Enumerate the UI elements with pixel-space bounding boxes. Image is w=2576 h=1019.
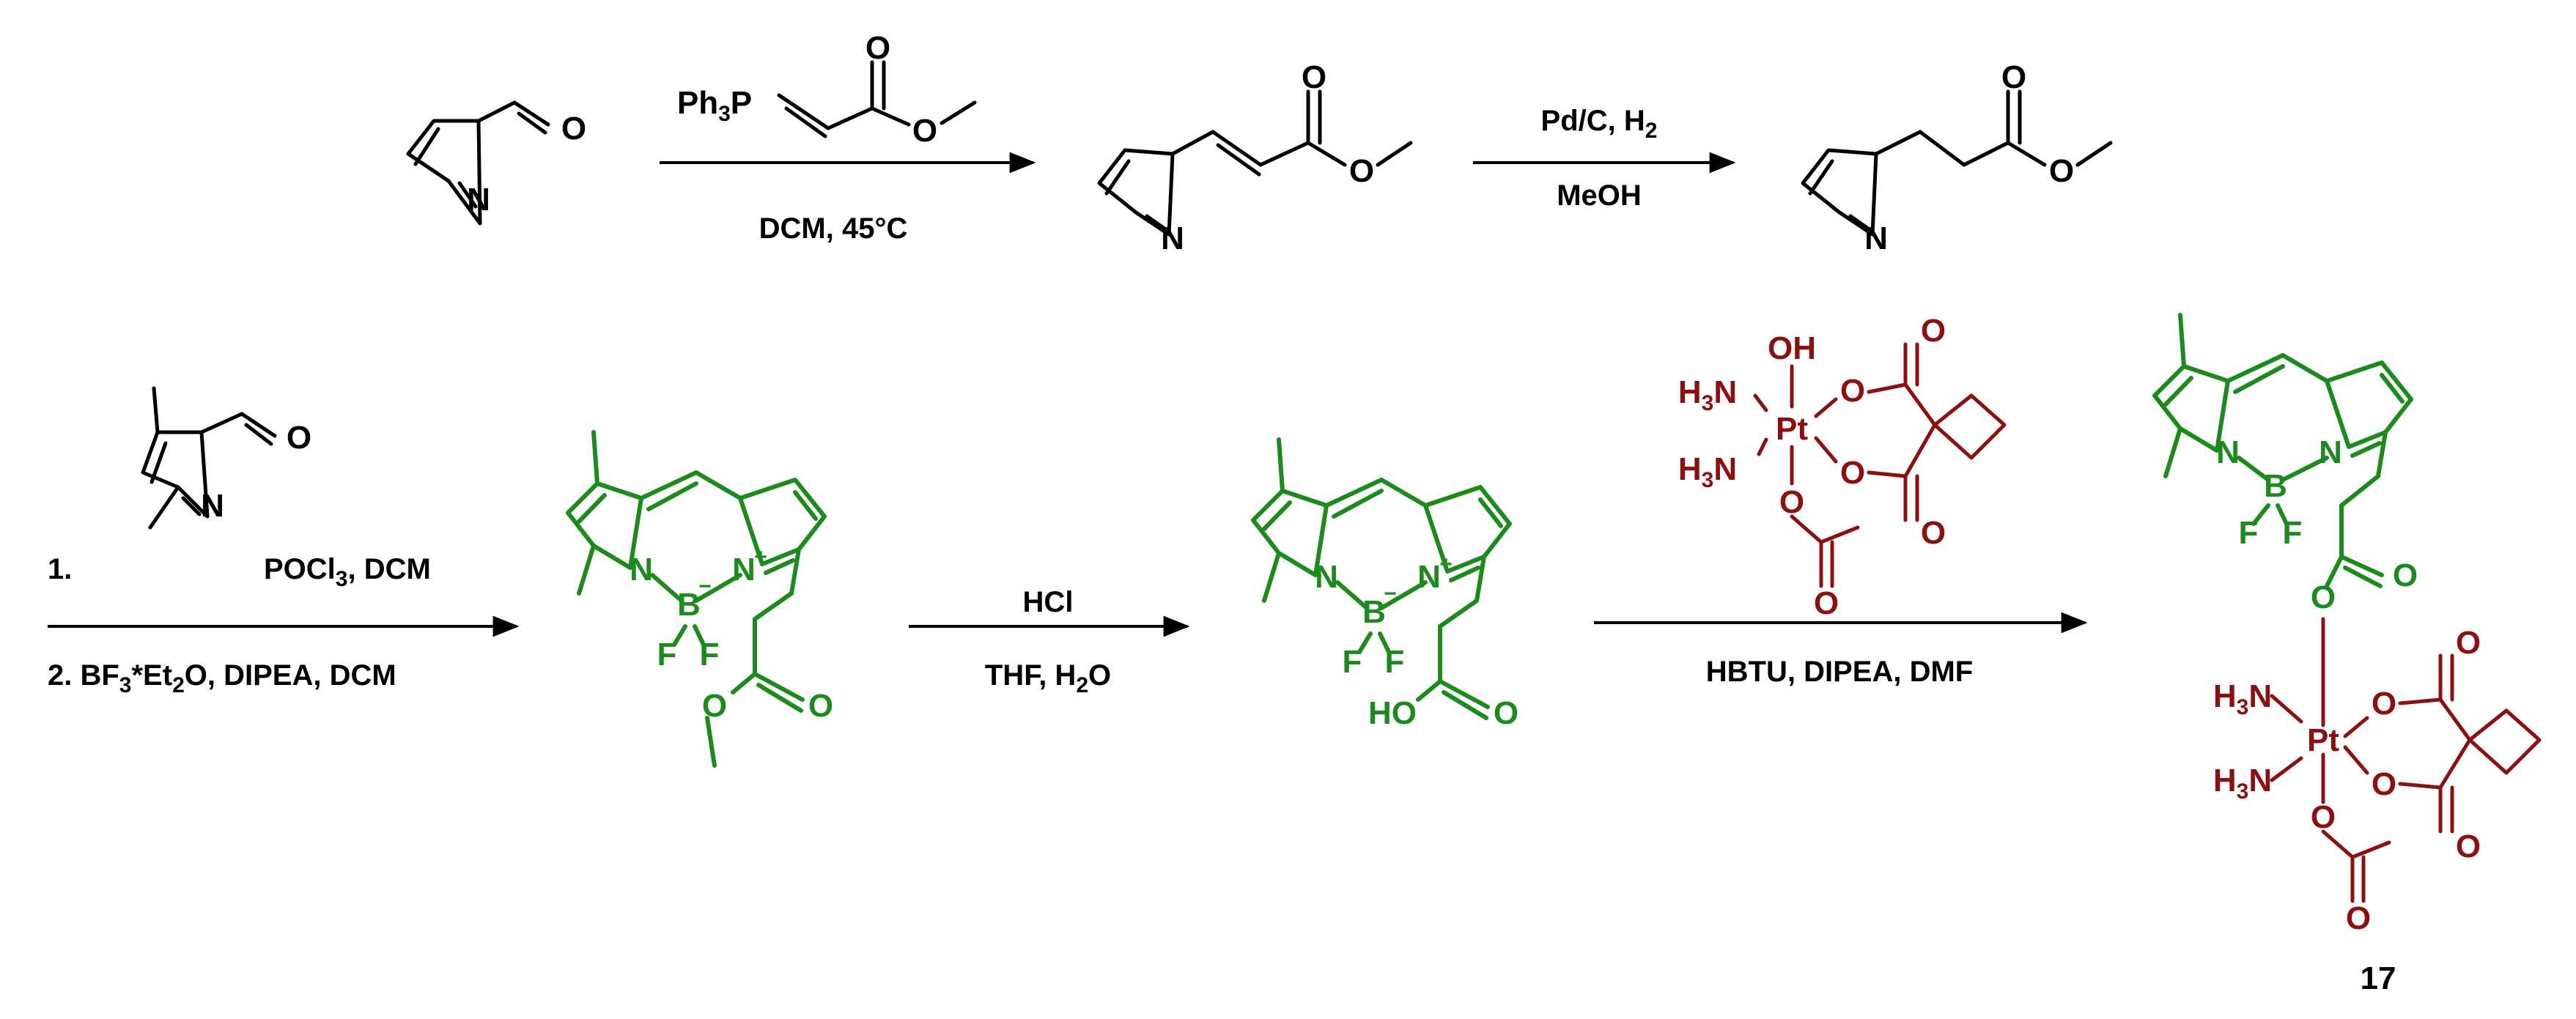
step4-reagent: HCl <box>1023 586 1074 618</box>
atom-o: O <box>2049 153 2074 189</box>
step5-conditions: HBTU, DIPEA, DMF <box>1706 656 1973 688</box>
pyrrole-acrylate-ester <box>1097 89 1413 237</box>
boron-minus-charge: − <box>1384 582 1397 606</box>
atom-o: O <box>1921 515 1946 551</box>
step2-reagent: Pd/C, H2 <box>1541 105 1658 143</box>
pyrrole-2-carbaldehyde <box>406 100 550 226</box>
atom-f: F <box>657 637 677 672</box>
amine-ligand-label: H3N <box>1678 374 1737 415</box>
step3-line2: 2. BF3*Et2O, DIPEA, DCM <box>48 659 396 697</box>
atom-n: N <box>630 552 653 588</box>
step3-line1-conditions: POCl3, DCM <box>264 553 431 591</box>
atom-f: F <box>2239 515 2259 551</box>
atom-n: N <box>467 182 490 218</box>
pyrrole-propanoate-ester <box>1801 89 2113 237</box>
step3-line1-number: 1. <box>48 553 72 585</box>
step1-conditions: DCM, 45°C <box>759 212 908 245</box>
atom-o: O <box>1302 59 1326 95</box>
wittig-reagent-label: Ph3P <box>677 85 752 126</box>
atom-o: O <box>2372 766 2396 802</box>
nitrogen-plus-charge: + <box>1439 552 1453 577</box>
atom-pt: Pt <box>1776 411 1808 447</box>
atom-n: N <box>1161 221 1184 256</box>
atom-n: N <box>2319 434 2342 470</box>
atom-n: N <box>2216 434 2240 470</box>
atom-n: N <box>1864 221 1888 256</box>
atom-o: O <box>702 688 727 724</box>
product-17-platinum <box>2270 617 2542 903</box>
atom-n: N <box>1315 559 1338 595</box>
amine-ligand-label: H3N <box>2213 763 2272 804</box>
amine-ligand-label: H3N <box>1678 451 1737 492</box>
boron-minus-charge: − <box>698 574 712 599</box>
wittig-reagent <box>777 60 977 138</box>
atom-o: O <box>1814 585 1839 621</box>
atom-o: O <box>1840 455 1865 491</box>
nitrogen-plus-charge: + <box>754 545 767 569</box>
compound-label: 17 <box>2361 960 2396 996</box>
atom-b: B <box>2264 468 2287 504</box>
atom-o: O <box>561 111 586 147</box>
atom-o: O <box>1921 313 1946 349</box>
atom-o: O <box>808 688 833 724</box>
atom-o: O <box>866 30 890 66</box>
product-17-bodipy <box>2152 313 2413 588</box>
atom-b: B <box>1362 594 1386 630</box>
atom-o: O <box>1840 373 1865 409</box>
atom-o: O <box>2311 799 2336 835</box>
atom-o: O <box>1494 695 1518 731</box>
atom-f: F <box>2283 515 2303 551</box>
atom-oh: OH <box>1768 330 1816 366</box>
atom-n: N <box>1417 559 1441 595</box>
atom-o: O <box>912 113 937 149</box>
atom-o: O <box>2372 686 2396 722</box>
atom-f: F <box>1385 644 1405 680</box>
atom-n: N <box>732 552 756 588</box>
platinum-iv-reagent <box>1753 342 2007 588</box>
step4-conditions: THF, H2O <box>985 659 1111 697</box>
atom-o: O <box>2346 900 2371 936</box>
atom-ho: HO <box>1368 695 1417 731</box>
atom-o: O <box>2393 557 2418 593</box>
atom-n: N <box>201 488 224 524</box>
atom-o: O <box>287 420 311 456</box>
atom-o: O <box>2456 625 2481 661</box>
atom-o: O <box>2311 579 2336 615</box>
atom-b: B <box>677 587 701 623</box>
atom-pt: Pt <box>2307 722 2339 758</box>
bodipy-methyl-ester <box>566 430 827 768</box>
atom-f: F <box>1343 644 1362 680</box>
atom-o: O <box>2456 829 2481 864</box>
atom-f: F <box>700 637 720 672</box>
bodipy-carboxylic-acid <box>1251 437 1512 720</box>
atom-o: O <box>2001 59 2026 95</box>
amine-ligand-label: H3N <box>2213 678 2272 719</box>
step2-conditions: MeOH <box>1557 179 1642 212</box>
dimethylpyrrole-carbaldehyde <box>141 386 277 530</box>
atom-o: O <box>1779 484 1804 520</box>
atom-o: O <box>1349 153 1374 189</box>
